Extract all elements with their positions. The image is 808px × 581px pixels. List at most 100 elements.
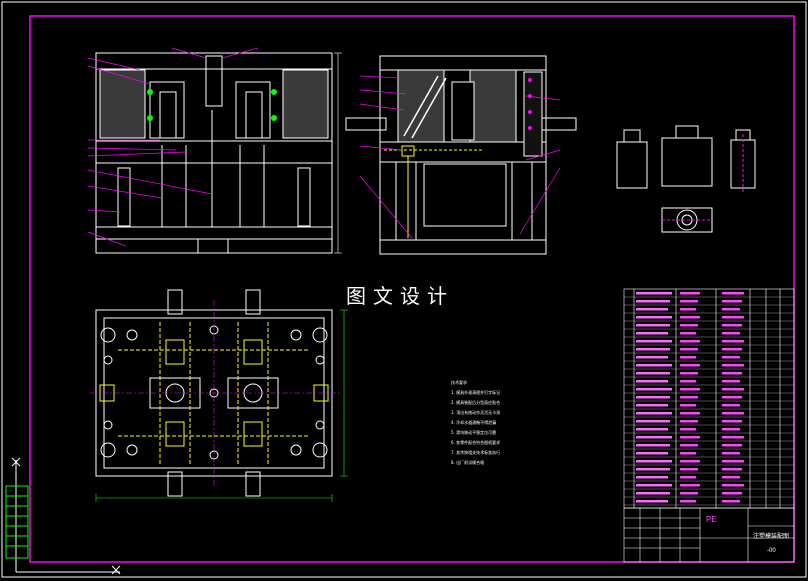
bom-cell-mark bbox=[680, 404, 696, 407]
bom-cell-mark bbox=[636, 356, 668, 359]
bom-cell-mark bbox=[722, 340, 744, 343]
bom-cell-mark bbox=[722, 476, 740, 479]
material-label: PE bbox=[706, 515, 717, 524]
note-line: 5. 滑块移动平稳定位可靠 bbox=[451, 430, 497, 435]
bom-cell-mark bbox=[636, 420, 670, 423]
drawing-name: 注塑模装配图 bbox=[753, 534, 790, 540]
bom-cell-mark bbox=[680, 372, 698, 375]
bom-cell-mark bbox=[680, 364, 700, 367]
bom-cell-mark bbox=[636, 484, 672, 487]
watermark-title: 图文设计 bbox=[346, 284, 454, 308]
side-view-leaders bbox=[359, 75, 561, 239]
bom-cell-mark bbox=[722, 420, 742, 423]
bom-cell-mark bbox=[722, 492, 742, 495]
side-section-view bbox=[345, 55, 577, 255]
bom-cell-mark bbox=[722, 388, 744, 391]
note-line: 7. 其余按相关技术标准执行 bbox=[451, 450, 501, 455]
bom-cell-mark bbox=[636, 404, 668, 407]
bom-rows bbox=[624, 292, 794, 506]
note-line: 4. 冷却水道通畅不得泄漏 bbox=[451, 420, 497, 425]
bom-cell-mark bbox=[636, 332, 668, 335]
bom-cell-mark bbox=[680, 492, 698, 495]
bom-cell-mark bbox=[722, 428, 740, 431]
bom-cell-mark bbox=[722, 372, 742, 375]
note-line: 1. 模具外观清理并打字标记 bbox=[451, 390, 501, 395]
bom-cell-mark bbox=[722, 348, 742, 351]
bom-cell-mark bbox=[722, 356, 740, 359]
bom-cell-mark bbox=[680, 460, 700, 463]
bom-cell-mark bbox=[680, 444, 698, 447]
bom-cell-mark bbox=[722, 316, 744, 319]
bom-cell-mark bbox=[636, 460, 672, 463]
note-line: 6. 各零件配合符合图纸要求 bbox=[451, 440, 501, 445]
bom-cell-mark bbox=[636, 396, 670, 399]
plan-view-centerlines bbox=[90, 300, 340, 486]
bom-cell-mark bbox=[636, 468, 670, 471]
bom-cell-mark bbox=[636, 428, 668, 431]
bom-cell-mark bbox=[680, 340, 700, 343]
bom-cell-mark bbox=[636, 292, 672, 295]
bom-cell-mark bbox=[636, 492, 670, 495]
bom-cell-mark bbox=[680, 396, 698, 399]
bom-cell-mark bbox=[680, 436, 700, 439]
bom-cell-mark bbox=[722, 396, 742, 399]
note-line: 2. 模具装配后分型面应贴合 bbox=[451, 400, 501, 405]
bom-cell-mark bbox=[722, 324, 742, 327]
bom-cell-mark bbox=[636, 436, 672, 439]
plan-view-yellow-channels bbox=[99, 322, 329, 466]
bom-cell-mark bbox=[722, 404, 740, 407]
technical-notes: 技术要求 1. 模具外观清理并打字标记 2. 模具装配后分型面应贴合 3. 顶出… bbox=[451, 378, 611, 468]
bom-cell-mark bbox=[636, 452, 668, 455]
bom-cell-mark bbox=[636, 412, 672, 415]
front-view-dimension bbox=[334, 52, 342, 254]
plan-view-dimensions bbox=[95, 309, 348, 502]
bom-cell-mark bbox=[636, 308, 668, 311]
bom-cell-mark bbox=[722, 300, 742, 303]
bom-cell-mark bbox=[680, 420, 698, 423]
front-section-view bbox=[95, 52, 333, 254]
bom-cell-mark bbox=[636, 444, 670, 447]
notes-heading: 技术要求 bbox=[451, 380, 467, 385]
bom-cell-mark bbox=[722, 484, 744, 487]
bom-cell-mark bbox=[680, 412, 700, 415]
bom-cell-mark bbox=[722, 444, 742, 447]
bom-cell-mark bbox=[680, 324, 698, 327]
bom-cell-mark bbox=[680, 380, 696, 383]
bom-cell-mark bbox=[722, 308, 740, 311]
side-view-yellow-parts bbox=[384, 145, 484, 238]
bom-cell-mark bbox=[636, 324, 670, 327]
bom-cell-mark bbox=[680, 500, 696, 503]
angle-pin bbox=[403, 75, 447, 139]
bom-cell-mark bbox=[722, 460, 744, 463]
bom-cell-mark bbox=[680, 300, 698, 303]
side-view-cooling bbox=[528, 78, 532, 130]
bom-cell-mark bbox=[680, 468, 698, 471]
bom-cell-mark bbox=[680, 308, 696, 311]
bom-cell-mark bbox=[636, 380, 668, 383]
bom-cell-mark bbox=[722, 452, 740, 455]
bom-cell-mark bbox=[722, 500, 740, 503]
bom-cell-mark bbox=[636, 476, 668, 479]
bom-cell-mark bbox=[722, 468, 742, 471]
bom-cell-mark bbox=[722, 364, 744, 367]
bom-cell-mark bbox=[636, 500, 668, 503]
bom-cell-mark bbox=[680, 316, 700, 319]
bom-cell-mark bbox=[680, 356, 696, 359]
bom-cell-mark bbox=[636, 340, 672, 343]
layer-toolbar[interactable] bbox=[5, 485, 29, 559]
bom-cell-mark bbox=[680, 452, 696, 455]
part-views bbox=[616, 125, 756, 233]
sheet-number: -00 bbox=[767, 548, 776, 554]
bom-cell-mark bbox=[722, 332, 740, 335]
bom-cell-mark bbox=[680, 476, 696, 479]
bom-cell-mark bbox=[722, 436, 744, 439]
bom-cell-mark bbox=[636, 316, 672, 319]
bom-cell-mark bbox=[636, 388, 672, 391]
front-view-leaders bbox=[87, 47, 259, 247]
bom-cell-mark bbox=[636, 364, 672, 367]
bom-cell-mark bbox=[722, 380, 740, 383]
bom-cell-mark bbox=[680, 484, 700, 487]
bom-cell-mark bbox=[636, 300, 670, 303]
